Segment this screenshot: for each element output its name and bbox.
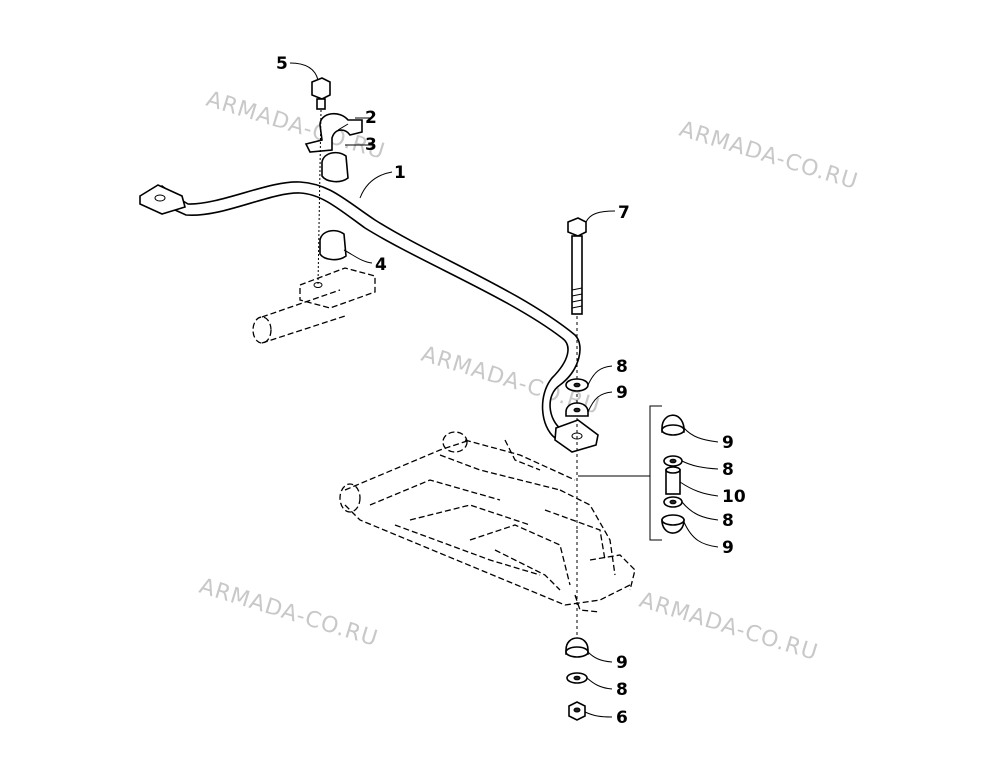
watermark-4: ARMADA-CO.RU [196,574,381,652]
callout-9-bar: 9 [616,383,628,403]
watermark-5: ARMADA-CO.RU [636,588,821,666]
bolt-stack [565,378,589,417]
long-bolt [567,217,587,530]
callout-10: 10 [722,487,746,507]
callout-8-stack-bottom: 8 [722,511,734,531]
bushing-lower [319,229,347,261]
callout-8-stack-top: 8 [722,460,734,480]
stabilizer-bar [139,181,599,453]
swing-arm-frame [339,431,636,613]
callout-4: 4 [375,255,387,275]
watermarks: ARMADA-CO.RU ARMADA-CO.RU ARMADA-CO.RU A… [196,87,861,666]
watermark-2: ARMADA-CO.RU [676,117,861,195]
callout-8-bar: 8 [616,357,628,377]
clamp-bolt [311,77,331,286]
cross-shaft [252,267,376,344]
callout-labels: 1 2 3 4 5 7 8 9 9 8 10 8 9 9 8 6 [276,54,746,728]
lower-stack [565,530,589,721]
callout-8-lower: 8 [616,680,628,700]
callout-1: 1 [394,163,406,183]
callout-3: 3 [365,135,377,155]
callout-9-stack-top: 9 [722,433,734,453]
callout-5: 5 [276,54,288,74]
leader-lines [289,62,719,718]
callout-6: 6 [616,708,628,728]
bushing-upper [321,151,349,183]
callout-9-stack-bottom: 9 [722,538,734,558]
detail-stack [578,405,685,541]
callout-2: 2 [365,108,377,128]
callout-9-lower: 9 [616,653,628,673]
callout-7: 7 [618,203,630,223]
